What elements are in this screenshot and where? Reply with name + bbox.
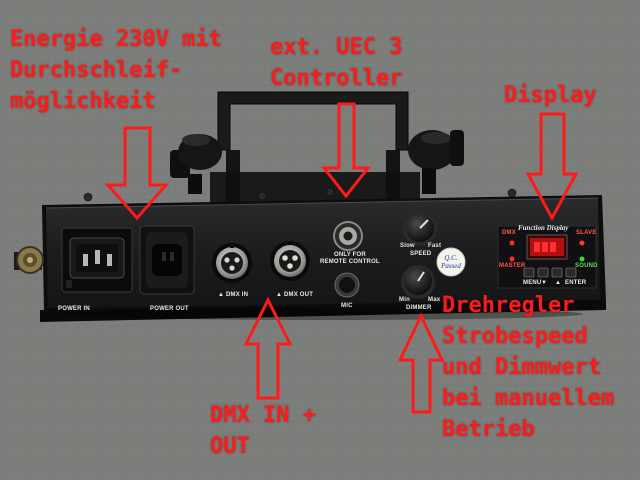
arrow-dmx (243, 296, 293, 400)
label-max: Max (428, 297, 441, 303)
dmx-led (509, 240, 515, 246)
label-mic: MIC (341, 303, 353, 309)
menu-button (523, 267, 535, 278)
down-button (537, 267, 549, 278)
arrow-display (525, 112, 579, 222)
microphone (334, 272, 360, 298)
label-dmx-in: ▲ DMX IN (218, 292, 249, 298)
side-lock-knob (14, 246, 44, 274)
dmx-out-connector (270, 241, 310, 281)
dimmer-knob (401, 265, 435, 299)
enter-button (565, 267, 577, 278)
remote-control-jack (333, 221, 363, 251)
sound-led (579, 256, 585, 262)
label-slow: Slow (400, 243, 415, 249)
qc-sticker (436, 247, 466, 277)
sticker-qc: Q.C. (444, 254, 458, 262)
arrow-power (104, 126, 170, 221)
mounting-bracket (210, 91, 420, 205)
function-display (497, 225, 597, 289)
arrow-controller (320, 102, 372, 199)
annotation-dmx: DMX IN + OUT (210, 403, 316, 459)
label-speed: SPEED (410, 251, 432, 257)
label-menu: MENU (523, 280, 542, 286)
speed-knob (403, 212, 437, 246)
annotation-controller: ext. UEC 3 Controller (270, 35, 403, 91)
label-min: Min (399, 297, 410, 303)
label-dmx-out: ▲ DMX OUT (276, 292, 314, 298)
sticker-passed: Passed (441, 262, 461, 270)
master-led (509, 256, 515, 262)
bracket-knob-left (170, 134, 222, 194)
annotation-display: Display (504, 83, 597, 108)
slave-led (579, 240, 585, 246)
label-remote-line2: REMOTE CONTROL (320, 259, 380, 265)
label-master-led: MASTER (499, 263, 526, 269)
power-in-socket (61, 227, 133, 293)
annotation-power: Energie 230V mit Durchschleif- möglichke… (10, 27, 222, 114)
label-power-in: POWER IN (58, 306, 90, 312)
label-dimmer: DIMMER (406, 305, 432, 311)
label-dmx-led: DMX (502, 230, 516, 236)
label-fast: Fast (428, 243, 442, 249)
label-down: ▼ (541, 280, 548, 286)
annotation-knobs: Drehregler Strobespeed und Dimmwert bei … (442, 293, 615, 442)
arrow-knobs (397, 312, 445, 414)
label-remote-line1: ONLY FOR (334, 252, 366, 258)
label-power-out: POWER OUT (150, 306, 189, 312)
bracket-knob-right (408, 130, 464, 194)
label-enter: ENTER (565, 280, 587, 286)
label-slave-led: SLAVE (576, 230, 597, 236)
power-out-socket (139, 225, 195, 295)
label-function-display: Function Display (518, 224, 569, 232)
label-up: ▲ (555, 280, 562, 286)
dmx-in-connector (212, 243, 252, 283)
label-sound-led: SOUND (575, 263, 598, 269)
up-button (551, 267, 563, 278)
